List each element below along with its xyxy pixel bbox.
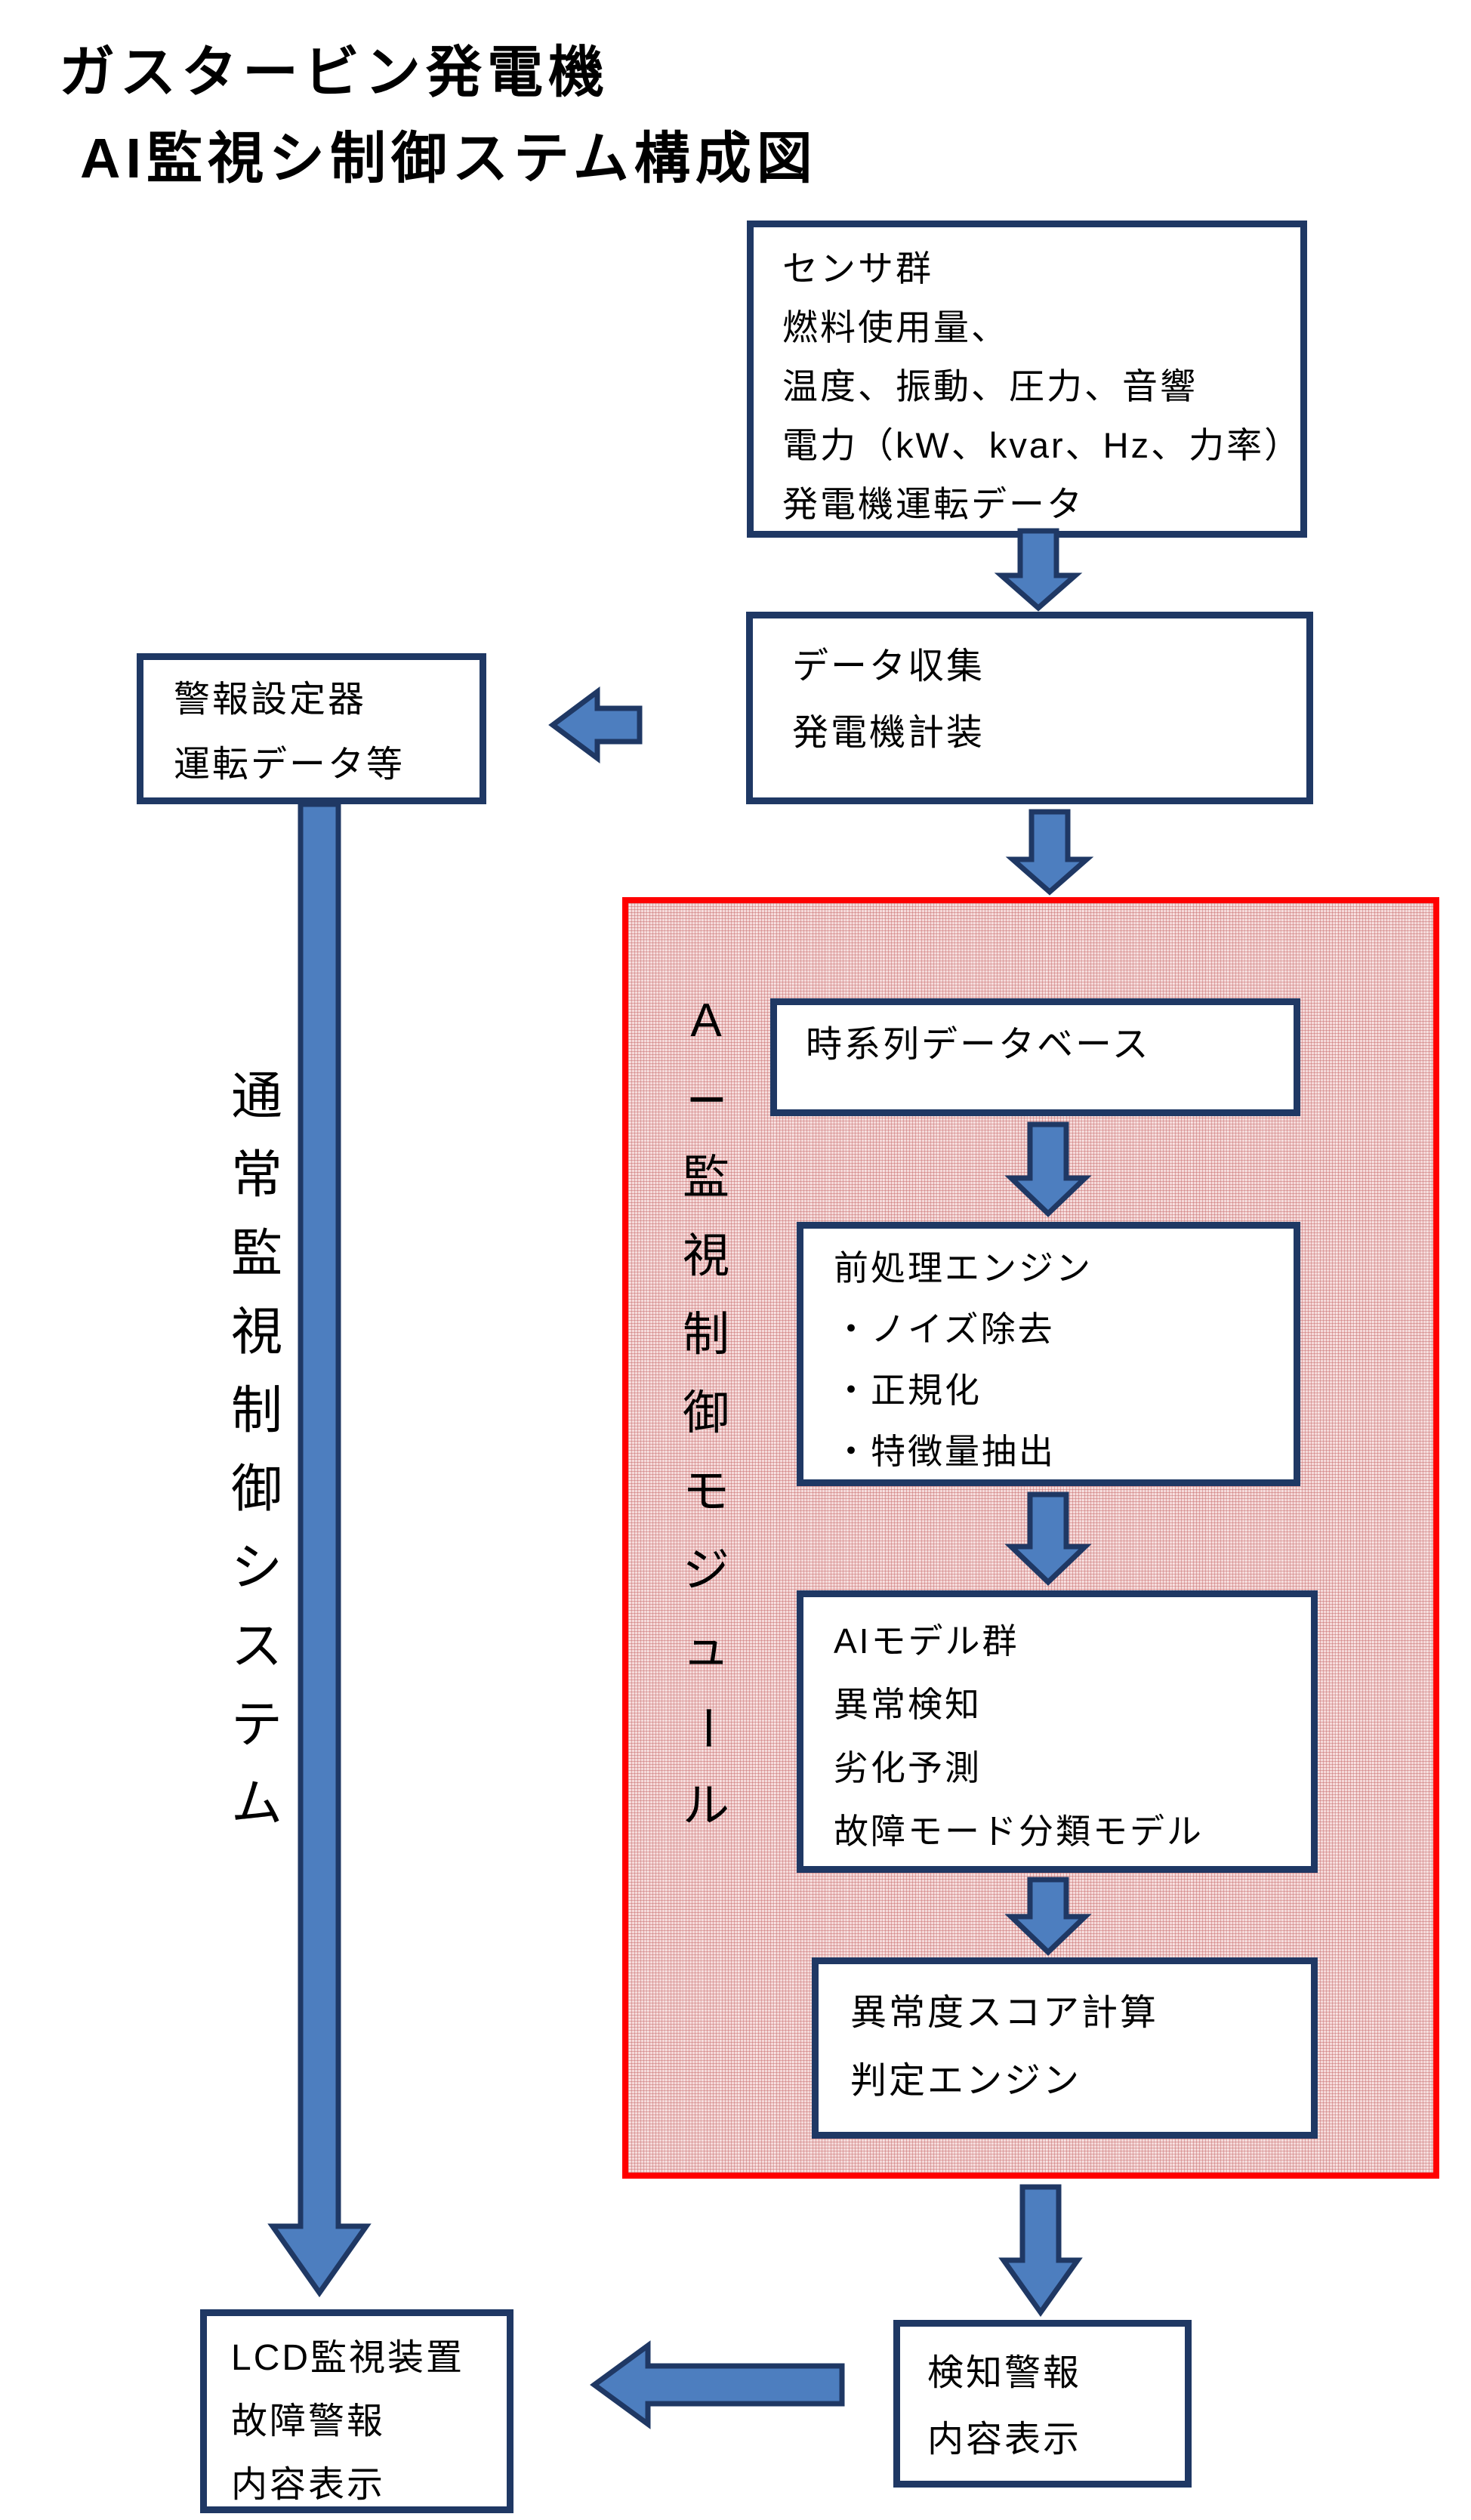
arrow-collection-to-module-icon — [1005, 809, 1094, 896]
text-line: 警報設定器 — [174, 680, 367, 720]
text-line: 異常度スコア計算 — [850, 1993, 1159, 2033]
arrow-models-to-anomaly-icon — [1004, 1877, 1092, 1956]
text-line: ・ノイズ除去 — [834, 1309, 1055, 1349]
page-title-line1: ガスタービン発電機 — [59, 41, 609, 103]
vertical-label-char: ム — [230, 1775, 282, 1832]
text-line: 検知警報 — [927, 2353, 1082, 2393]
ai-models-box: AIモデル群 異常検知 劣化予測 故障モード分類モデル — [797, 1590, 1318, 1873]
vertical-label-char: 視 — [230, 1303, 282, 1361]
text-line: 電力（kW、kvar、Hz、力率） — [782, 425, 1303, 465]
vertical-label-char: ル — [682, 1780, 729, 1832]
vertical-label-char: モ — [682, 1466, 729, 1518]
anomaly-engine-box: 異常度スコア計算 判定エンジン — [812, 1957, 1318, 2139]
alarm-setting-box: 警報設定器 運転データ等 — [137, 653, 486, 804]
text-line: AIモデル群 — [834, 1621, 1019, 1661]
text-line: 時系列データベース — [806, 1025, 1151, 1065]
text-line: ・正規化 — [834, 1371, 982, 1410]
text-line: ・特徴量抽出 — [834, 1432, 1056, 1471]
vertical-label-char: 御 — [230, 1460, 282, 1518]
data-collection-box: データ収集 発電機計装 — [746, 612, 1313, 804]
text-line: 故障警報 — [231, 2401, 386, 2441]
vertical-label-char: I — [680, 1093, 732, 1106]
vertical-label-char: テ — [230, 1696, 282, 1754]
text-line: 内容表示 — [927, 2420, 1082, 2460]
text-line: 前処理エンジン — [834, 1248, 1093, 1288]
lcd-monitor-box: LCD監視装置 故障警報 内容表示 — [200, 2309, 513, 2513]
preprocessing-box: 前処理エンジン ・ノイズ除去 ・正規化 ・特徴量抽出 — [797, 1222, 1300, 1486]
arrow-db-to-preprocessing-icon — [1004, 1121, 1092, 1217]
text-line: 燃料使用量、 — [782, 307, 1009, 347]
arrow-module-to-detection-icon — [998, 2184, 1083, 2318]
vertical-label-char: 制 — [230, 1382, 282, 1439]
vertical-label-char: 視 — [682, 1230, 729, 1282]
vertical-label-char: シ — [230, 1539, 282, 1596]
vertical-label-char: ュ — [682, 1623, 729, 1675]
text-line: LCD監視装置 — [231, 2338, 465, 2378]
vertical-label-char: ジ — [682, 1544, 729, 1596]
text-line: 内容表示 — [231, 2465, 386, 2505]
vertical-label-char: 監 — [230, 1225, 282, 1282]
vertical-label-char: A — [690, 995, 722, 1047]
text-line: センサ群 — [782, 248, 933, 288]
timeseries-db-box: 時系列データベース — [770, 998, 1300, 1116]
vertical-label-char: 御 — [682, 1387, 729, 1439]
arrow-alarm-to-lcd-icon — [267, 801, 372, 2298]
vertical-label-char: 監 — [682, 1152, 729, 1204]
sensors-box: センサ群 燃料使用量、 温度、振動、圧力、音響 電力（kW、kvar、Hz、力率… — [747, 221, 1307, 538]
detection-alarm-box: 検知警報 内容表示 — [893, 2320, 1192, 2488]
arrow-collection-to-alarm-icon — [548, 686, 643, 763]
text-line: 故障モード分類モデル — [834, 1812, 1204, 1851]
text-line: 運転データ等 — [174, 745, 406, 785]
arrow-preprocessing-to-models-icon — [1004, 1491, 1092, 1586]
text-line: データ収集 — [792, 646, 985, 686]
text-line: 劣化予測 — [834, 1748, 982, 1787]
vertical-label-char: 制 — [682, 1309, 729, 1361]
arrow-detection-to-lcd-icon — [590, 2340, 845, 2429]
arrow-sensors-to-collection-icon — [994, 528, 1083, 612]
vertical-label-normal-system: 通常監視制御システム — [217, 1057, 296, 1843]
vertical-label-char: ス — [230, 1618, 282, 1675]
vertical-label-char: 通 — [230, 1068, 282, 1125]
vertical-label-ai-module: A I 監視制御モジュール — [667, 982, 745, 1846]
vertical-label-char: 常 — [230, 1146, 282, 1204]
text-line: 温度、振動、圧力、音響 — [782, 366, 1198, 406]
text-line: 発電機計装 — [792, 713, 985, 753]
text-line: 判定エンジン — [850, 2061, 1082, 2101]
text-line: 発電機運転データ — [782, 484, 1084, 524]
text-line: 異常検知 — [834, 1685, 982, 1724]
page-title-line2: AI監視シ制御ステム構成図 — [80, 127, 818, 190]
vertical-label-char: ー — [680, 1704, 732, 1752]
